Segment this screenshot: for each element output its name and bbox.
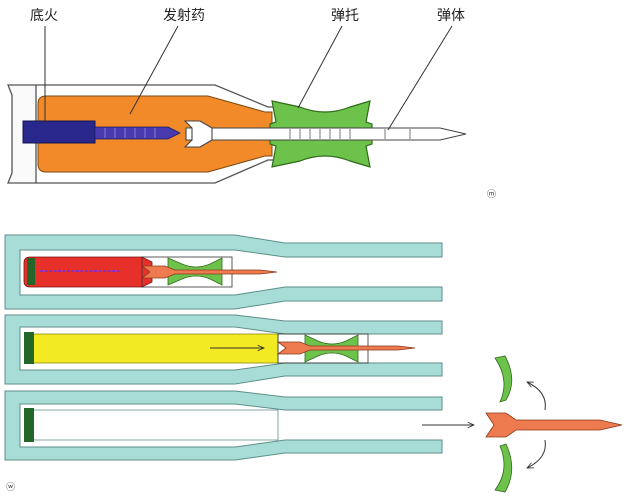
section-mark-bottom: ⓦ [6, 482, 15, 493]
label-propellant: 发射药 [163, 8, 205, 24]
sequence-panel-3: ⓦ [4, 355, 623, 493]
sabot-petal-upper [494, 355, 513, 403]
petal-arrow-lower [527, 439, 546, 469]
petal-arrow-upper [527, 381, 546, 411]
barrel-2 [4, 314, 443, 385]
dart-1 [140, 265, 278, 279]
cartridge-cutaway: 底火 发射药 弹托 弹体 ⓜ [7, 8, 496, 200]
sabot-petal-lower [494, 443, 513, 493]
chamber-plug-1 [27, 258, 35, 285]
primer-tube-holes [104, 128, 156, 138]
leader-sabot [297, 25, 343, 109]
dart-2 [276, 341, 416, 355]
label-sabot: 弹托 [331, 8, 359, 24]
empty-chamber [27, 409, 279, 441]
sequence-panel-2 [4, 314, 443, 385]
dart-3-free-flight [485, 412, 623, 438]
leader-propellant [129, 25, 179, 115]
primer-tube [94, 126, 181, 140]
section-mark-top: ⓜ [487, 189, 496, 200]
primer [22, 120, 96, 144]
label-primer: 底火 [30, 8, 58, 24]
projectile-grooves [289, 129, 411, 139]
sequence-panel-1 [4, 234, 443, 310]
chamber-plug-3 [24, 408, 34, 442]
leader-projectile [387, 25, 453, 131]
label-projectile: 弹体 [437, 8, 465, 24]
projectile-fins [183, 120, 213, 148]
barrel-3 [4, 390, 443, 461]
chamber-plug-2 [24, 332, 34, 364]
projectile-rod [185, 127, 467, 141]
barrel-1-upper [4, 234, 443, 310]
